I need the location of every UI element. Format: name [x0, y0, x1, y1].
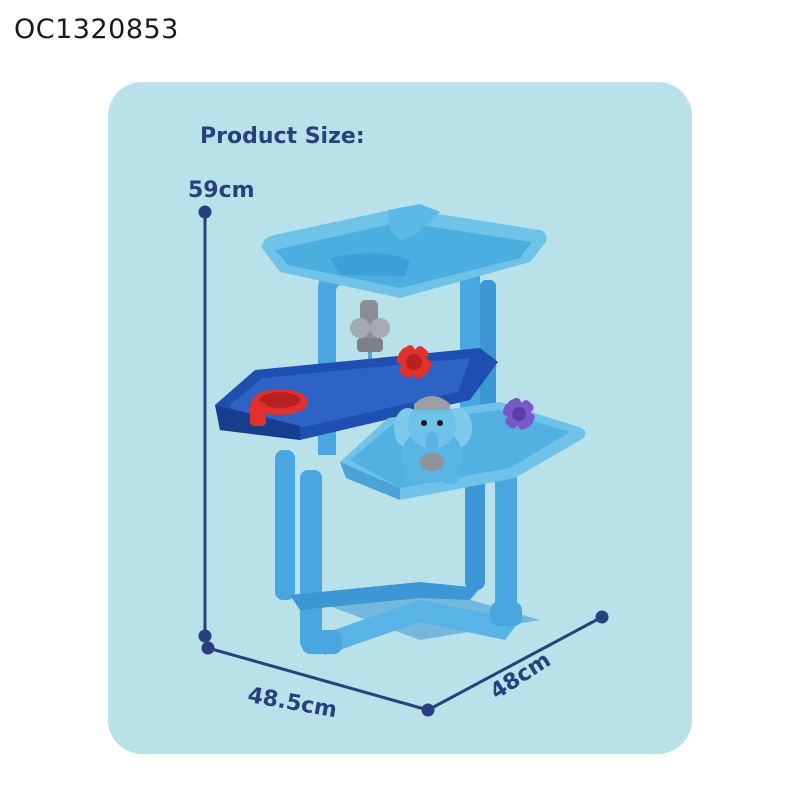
depth-dimension-line [427, 610, 609, 712]
height-dimension-line [198, 205, 212, 643]
product-code: OC1320853 [14, 14, 179, 45]
height-label: 59cm [188, 178, 255, 203]
elephant-figure [394, 396, 472, 484]
base-frame [275, 450, 540, 655]
width-dimension-line [201, 641, 435, 717]
top-tray [262, 204, 547, 298]
water-wheel-icon [502, 397, 535, 430]
product-size-title: Product Size: [200, 124, 365, 149]
windmill-icon [396, 345, 432, 379]
water-cup-icon [250, 389, 308, 426]
